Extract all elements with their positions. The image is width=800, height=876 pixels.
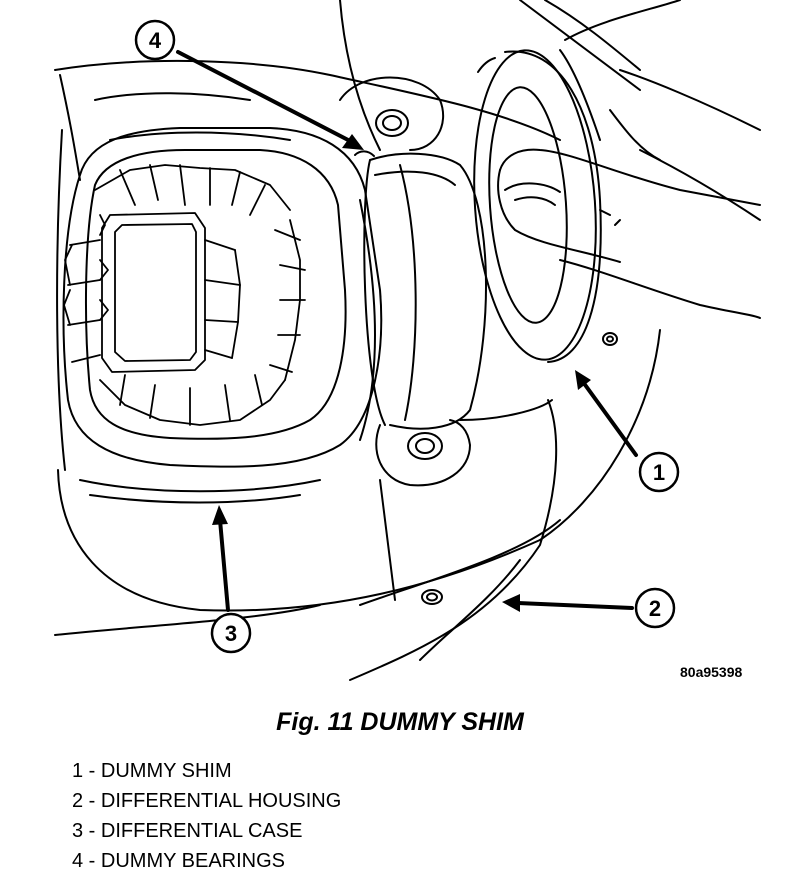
legend-item: 4 - DUMMY BEARINGS [72,850,285,872]
leader-arrows [176,50,638,612]
leader-arrow-1-head [575,370,591,390]
callout-1: 1 [638,451,680,493]
legend-item: 3 - DIFFERENTIAL CASE [72,820,303,842]
callout-number: 4 [149,28,162,53]
leader-arrow-1 [581,380,638,457]
dummy-shim-ring [473,49,602,363]
callout-number: 2 [649,596,661,621]
differential-gears [63,164,306,426]
figure-id: 80a95398 [680,664,743,680]
leader-arrow-3-head [212,505,228,525]
callout-circle [210,612,252,654]
callout-circle [634,587,676,629]
leader-arrow-2 [516,601,634,610]
leader-arrow-4-head [342,134,364,150]
legend-item: 1 - DUMMY SHIM [72,760,232,782]
figure-caption: Fig. 11 DUMMY SHIM [276,708,524,736]
callout-2: 2 [634,587,676,629]
callout-circle [134,19,176,61]
legend-item: 2 - DIFFERENTIAL HOUSING [72,790,342,812]
leader-arrow-3 [218,518,230,612]
callout-circle [638,451,680,493]
leader-arrow-2-head [502,594,520,612]
dummy-bearing [354,150,487,430]
legend-list: 1 - DUMMY SHIM 2 - DIFFERENTIAL HOUSING … [72,756,341,876]
differential-case [56,74,553,601]
differential-housing [54,0,661,681]
leader-arrow-4 [176,50,354,144]
callout-number: 3 [225,621,237,646]
exploded-view-illustration: 4 1 2 3 [54,0,761,681]
hand [497,0,761,319]
callout-number: 1 [653,460,665,485]
callout-4: 4 [134,19,176,61]
callout-3: 3 [210,612,252,654]
